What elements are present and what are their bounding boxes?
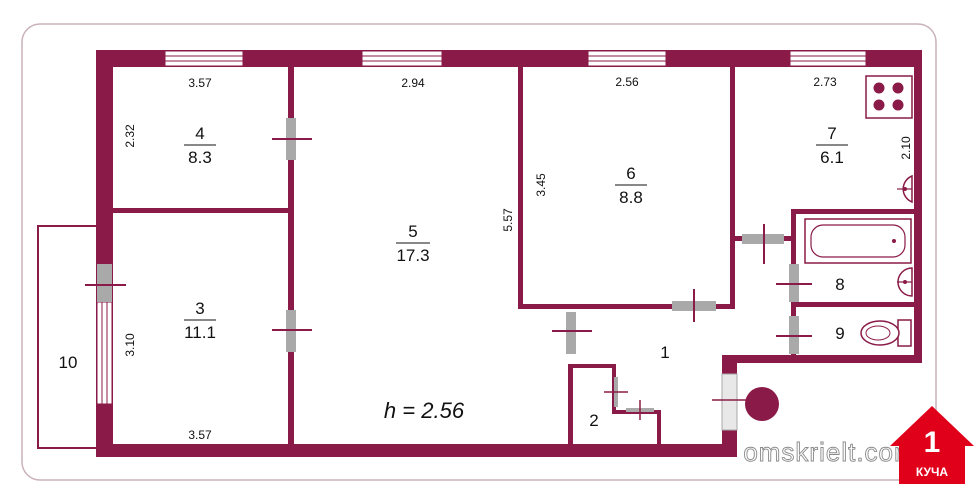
ceiling-height: h = 2.56	[384, 398, 465, 423]
room-10-label: 10	[59, 353, 78, 372]
room-2-label: 2	[589, 411, 598, 430]
dim-room6-height: 3.45	[534, 173, 548, 197]
room-area: 8.8	[619, 188, 643, 207]
dim-room7-right: 2.10	[899, 136, 913, 160]
room-4-label: 4 8.3	[184, 124, 216, 167]
door-room4	[272, 118, 312, 160]
door-balcony	[85, 264, 126, 302]
room-9-label: 9	[835, 324, 844, 343]
bath-sink-icon	[897, 267, 913, 297]
toilet-icon	[860, 319, 912, 347]
door-room3	[272, 310, 312, 352]
dim-top-room4: 3.57	[188, 76, 212, 90]
house-logo-icon	[890, 406, 974, 484]
door-closet	[604, 377, 654, 420]
room-number: 5	[408, 222, 417, 241]
dim-left-room3: 3.10	[123, 333, 137, 357]
room-8-label: 8	[835, 275, 844, 294]
room-number: 6	[626, 164, 635, 183]
badge-text: КУЧА	[916, 465, 949, 479]
dim-top-room6: 2.56	[615, 75, 639, 89]
room-area: 17.3	[396, 246, 429, 265]
room-5-label: 5 17.3	[396, 222, 430, 265]
dim-room5-right: 5.57	[501, 208, 515, 232]
room-area: 6.1	[820, 148, 844, 167]
plan-frame	[21, 23, 937, 481]
dimension-labels: 3.57 2.94 2.56 2.73 3.57 2.32 3.10 3.45 …	[123, 75, 913, 442]
room-7-label: 7 6.1	[816, 124, 848, 167]
room-number: 3	[195, 299, 204, 318]
watermark-site: omskrielt.com	[743, 437, 916, 467]
watermark: omskrielt.com 1 КУЧА	[743, 406, 974, 484]
dim-bottom-room3: 3.57	[188, 428, 212, 442]
room-number: 4	[195, 124, 204, 143]
room-area: 8.3	[188, 148, 212, 167]
room-area: 11.1	[184, 323, 216, 342]
balcony-outline	[37, 225, 99, 449]
door-wc	[776, 316, 812, 354]
riser-pipe-icon	[745, 387, 779, 421]
dim-left-room4: 2.32	[123, 124, 137, 148]
walls	[96, 50, 922, 457]
door-room5-hall	[552, 312, 592, 354]
door-room6	[672, 289, 716, 322]
badge-number: 1	[924, 426, 941, 459]
doors	[85, 118, 812, 431]
room-3-label: 3 11.1	[184, 299, 216, 342]
windows	[96, 50, 867, 405]
room-1-label: 1	[660, 343, 669, 362]
bathtub-icon	[804, 218, 912, 264]
room-6-label: 6 8.8	[615, 164, 647, 207]
door-bath	[776, 264, 812, 302]
dim-top-room5: 2.94	[401, 76, 425, 90]
room-number: 7	[827, 124, 836, 143]
stove-icon	[865, 75, 913, 119]
dim-top-room7: 2.73	[813, 75, 837, 89]
sink-icon	[897, 174, 913, 204]
door-kitchen	[742, 224, 784, 264]
